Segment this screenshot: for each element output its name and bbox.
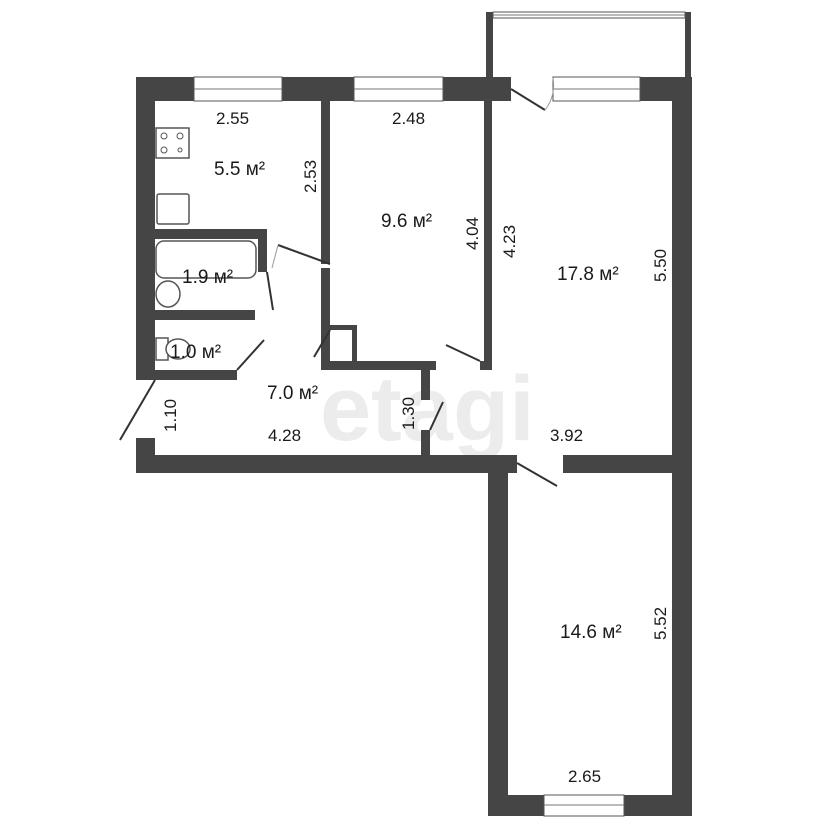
svg-text:1.0 м²: 1.0 м²: [170, 342, 221, 363]
doors: [119, 77, 558, 487]
svg-text:7.0 м²: 7.0 м²: [267, 383, 318, 404]
svg-text:5.50: 5.50: [651, 249, 670, 282]
washbasin-icon: [155, 280, 181, 308]
svg-text:1.9 м²: 1.9 м²: [182, 267, 233, 288]
svg-text:4.04: 4.04: [463, 217, 482, 250]
svg-text:3.92: 3.92: [550, 426, 583, 445]
svg-text:2.65: 2.65: [568, 767, 601, 786]
svg-text:2.53: 2.53: [301, 160, 320, 193]
labels: 2.55 5.5 м² 2.53 2.48 9.6 м² 4.04 4.23 1…: [161, 109, 670, 786]
svg-text:9.6 м²: 9.6 м²: [381, 211, 432, 232]
svg-text:4.28: 4.28: [268, 426, 301, 445]
svg-text:14.6 м²: 14.6 м²: [560, 622, 622, 643]
svg-text:5.52: 5.52: [651, 607, 670, 640]
svg-text:17.8 м²: 17.8 м²: [557, 264, 619, 285]
svg-text:1.10: 1.10: [161, 399, 180, 432]
windows: [193, 76, 641, 817]
svg-text:2.55: 2.55: [216, 109, 249, 128]
toilet-icon: [165, 338, 191, 360]
walls: [136, 77, 692, 816]
fixtures: [155, 127, 257, 361]
svg-text:2.48: 2.48: [392, 109, 425, 128]
balcony: [486, 11, 691, 78]
svg-text:1.30: 1.30: [399, 397, 418, 430]
sink-icon: [156, 193, 190, 225]
svg-text:4.23: 4.23: [500, 225, 519, 258]
bathtub-icon: [155, 240, 257, 279]
stove-icon: [155, 127, 190, 159]
svg-text:5.5 м²: 5.5 м²: [214, 159, 265, 180]
